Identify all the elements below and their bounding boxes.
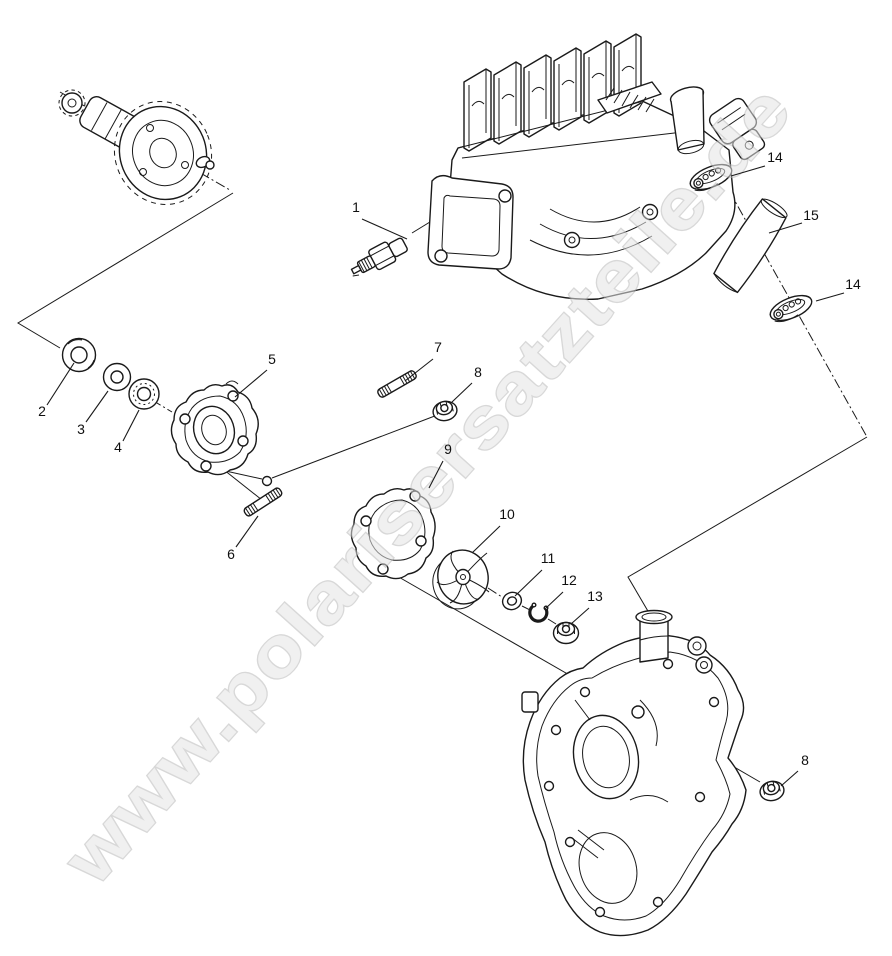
callout-label-4: 4 (114, 439, 122, 455)
cylinder-assembly (427, 33, 766, 300)
callout-label-13: 13 (587, 588, 603, 604)
stud-6 (242, 486, 284, 518)
circlip-12 (528, 602, 549, 623)
callout-label-2: 2 (38, 403, 46, 419)
callout-leader-13 (570, 607, 590, 625)
callout-leader-12 (544, 591, 564, 610)
callout-leader-8 (451, 382, 473, 403)
callout-leader-2 (46, 362, 75, 406)
callout-label-5: 5 (268, 351, 276, 367)
callout-label-14: 14 (767, 149, 783, 165)
crankcase-cover (521, 609, 747, 937)
water-pump-drive-gear (58, 89, 215, 205)
callout-label-3: 3 (77, 421, 85, 437)
callout-label-6: 6 (227, 546, 235, 562)
callout-leader-9 (428, 460, 444, 489)
nut-13 (552, 621, 580, 645)
callout-label-1: 1 (352, 199, 360, 215)
washer-11 (501, 591, 523, 611)
bypass-hose-15 (713, 198, 788, 294)
callout-leader-15 (768, 222, 803, 234)
callout-label-11: 11 (541, 550, 556, 566)
callout-leader-10 (471, 525, 501, 554)
flange-nut-8-lower (757, 778, 787, 804)
callout-label-8: 8 (474, 364, 482, 380)
callout-label-14: 14 (845, 276, 861, 292)
callout-leader-4 (122, 409, 140, 442)
hose-clamp-lower-14 (766, 289, 816, 327)
callout-label-9: 9 (444, 441, 452, 457)
callout-leader-14 (815, 292, 845, 302)
callout-leader-11 (514, 569, 543, 597)
callout-label-15: 15 (803, 207, 819, 223)
bearing-3 (102, 362, 132, 392)
callout-leader-1 (361, 218, 408, 240)
callout-leader-8 (780, 770, 799, 787)
callout-label-12: 12 (561, 572, 577, 588)
callout-label-7: 7 (434, 339, 442, 355)
seal-4 (128, 378, 160, 410)
impeller-10 (432, 549, 490, 610)
water-pump-cover (170, 380, 259, 476)
spark-plug (350, 237, 408, 277)
stud-7 (375, 368, 419, 400)
gasket-9 (350, 487, 436, 580)
callout-leader-6 (235, 515, 259, 548)
callout-leader-14 (730, 165, 766, 177)
callout-leader-7 (404, 358, 434, 382)
callout-label-10: 10 (499, 506, 515, 522)
callout-leader-5 (234, 369, 268, 398)
callout-label-8: 8 (801, 752, 809, 768)
bearing-2 (61, 337, 97, 373)
callout-leader-3 (85, 390, 109, 423)
